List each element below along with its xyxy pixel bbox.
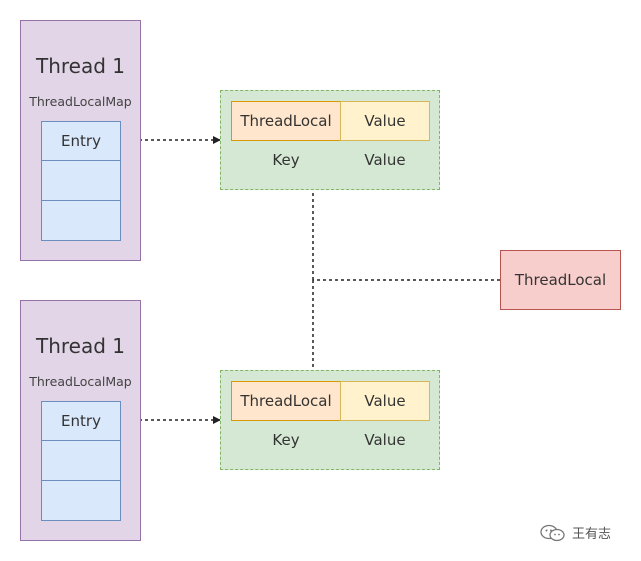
value-caption: Value bbox=[364, 431, 406, 449]
key-caption: Key bbox=[272, 151, 300, 169]
empty-entry-cell bbox=[41, 480, 121, 521]
entry-cell: Entry bbox=[41, 121, 121, 161]
value-cell: Value bbox=[340, 101, 430, 141]
empty-entry-cell bbox=[41, 160, 121, 201]
key-caption: Key bbox=[272, 431, 300, 449]
watermark: 王有志 bbox=[540, 523, 611, 542]
threadlocal-key-cell: ThreadLocal bbox=[231, 381, 341, 421]
shared-threadlocal-box: ThreadLocal bbox=[500, 250, 621, 310]
entry-cell: Entry bbox=[41, 401, 121, 441]
thread-map-label: ThreadLocalMap bbox=[29, 94, 132, 109]
threadlocal-key-cell: ThreadLocal bbox=[231, 101, 341, 141]
empty-entry-cell bbox=[41, 440, 121, 481]
thread-map-label: ThreadLocalMap bbox=[29, 374, 132, 389]
thread-box-bottom: Thread 1 ThreadLocalMap Entry bbox=[20, 300, 141, 541]
thread-title: Thread 1 bbox=[35, 334, 125, 358]
watermark-text: 王有志 bbox=[572, 527, 612, 542]
value-cell: Value bbox=[340, 381, 430, 421]
value-caption: Value bbox=[364, 151, 406, 169]
wechat-icon bbox=[540, 524, 565, 541]
map-entry-box-bottom: ThreadLocal Value Key Value bbox=[220, 370, 440, 470]
map-entry-box-top: ThreadLocal Value Key Value bbox=[220, 90, 440, 190]
thread-title: Thread 1 bbox=[35, 54, 125, 78]
thread-box-top: Thread 1 ThreadLocalMap Entry bbox=[20, 20, 141, 261]
empty-entry-cell bbox=[41, 200, 121, 241]
